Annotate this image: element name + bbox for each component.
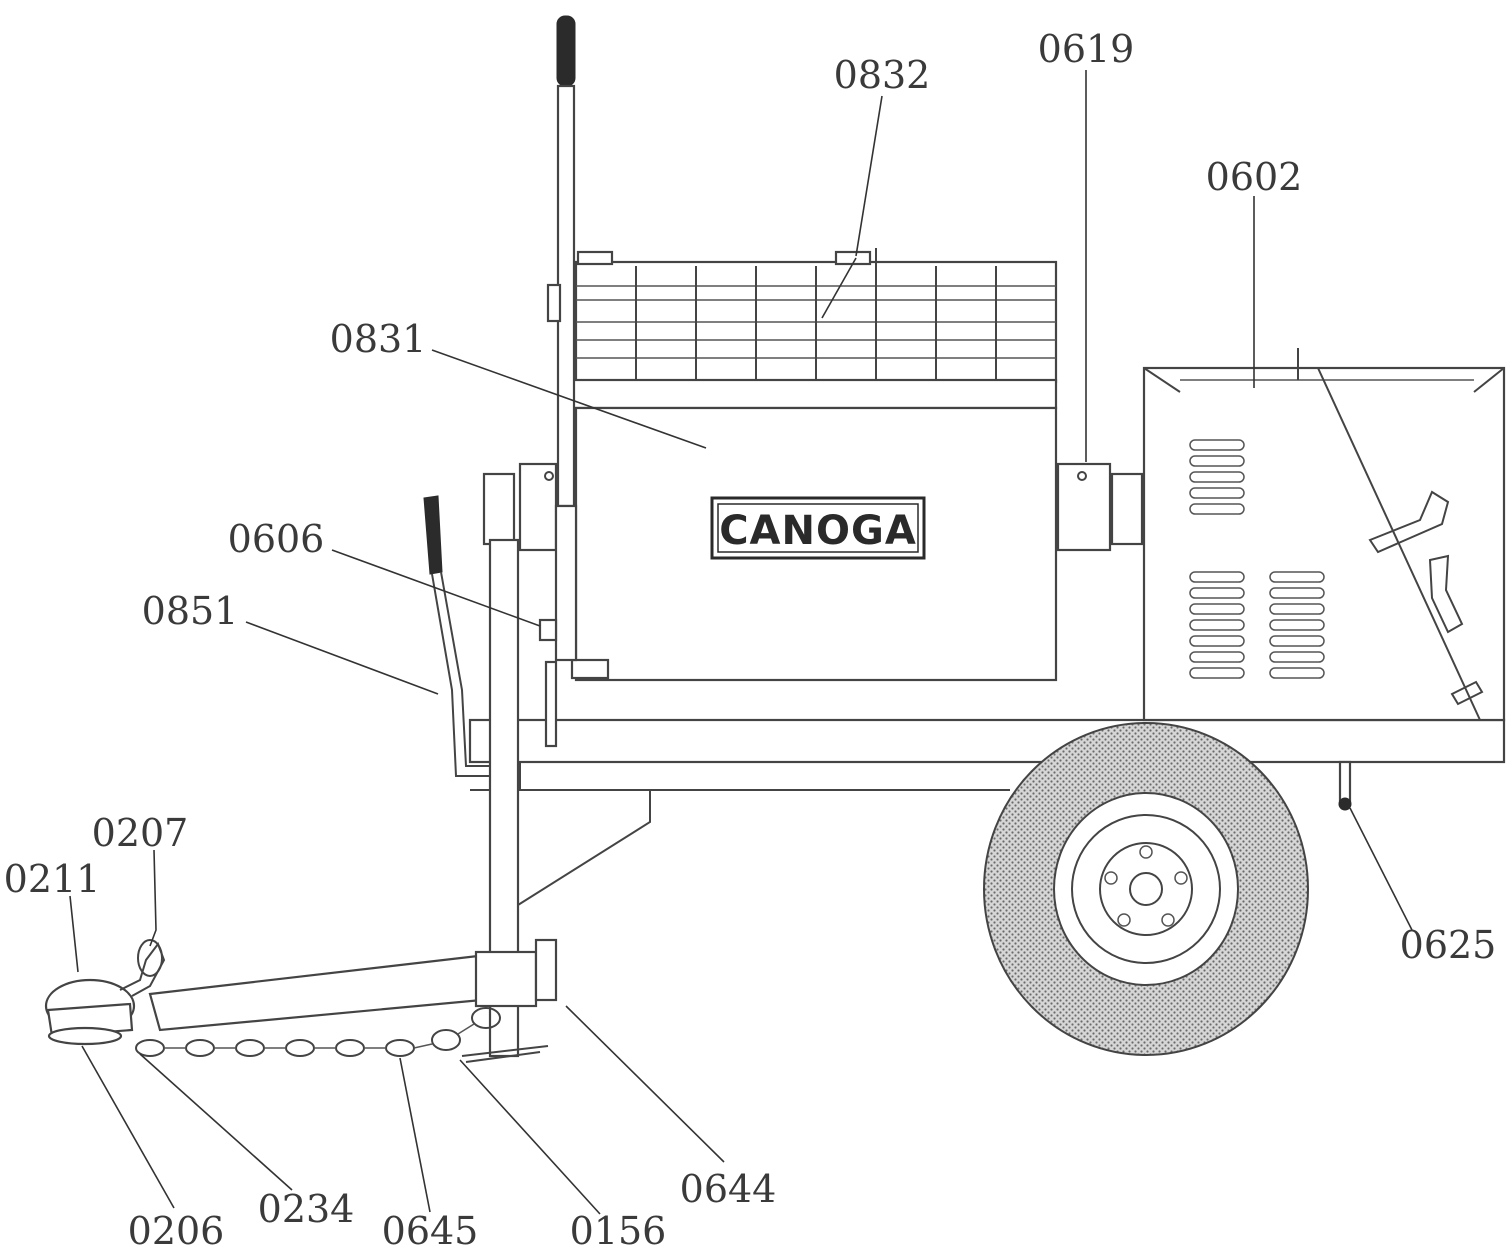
dump-lever [538,15,578,662]
engine-vents [1189,439,1325,679]
wheel [983,722,1309,1056]
mixer-drum [482,406,1144,682]
safety-chain [135,1007,501,1057]
part-label-0207: 0207 [92,811,189,855]
part-label-0645: 0645 [382,1209,479,1251]
brand-name: CANOGA [719,508,917,554]
chassis-frame [468,660,1506,906]
part-label-0206: 0206 [128,1209,225,1251]
part-label-0602: 0602 [1206,155,1303,199]
screen-grate [558,248,1058,410]
part-label-0832: 0832 [834,53,931,97]
part-label-0234: 0234 [258,1187,355,1231]
part-label-0156: 0156 [570,1209,667,1251]
part-label-0606: 0606 [228,517,325,561]
part-labels: 0832 0619 0602 0831 0606 0851 0207 0211 … [4,27,1497,1251]
part-label-0211: 0211 [4,857,101,901]
part-label-0851: 0851 [142,589,239,633]
brand-plate: CANOGA [710,496,926,560]
part-label-0644: 0644 [680,1167,777,1211]
part-label-0619: 0619 [1038,27,1135,71]
leader-lines [69,70,1413,1215]
part-label-0831: 0831 [330,317,427,361]
part-label-0625: 0625 [1400,923,1497,967]
engine-housing [1142,348,1506,811]
tow-tongue [44,938,558,1046]
jack-lever [423,495,492,777]
